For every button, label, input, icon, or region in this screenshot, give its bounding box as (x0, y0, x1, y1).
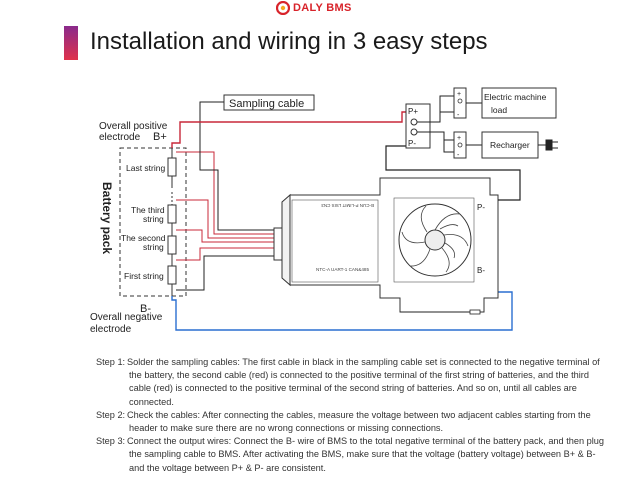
electrode-label-bottom: electrode (90, 324, 132, 335)
bms-b-minus-label: B- (477, 266, 485, 275)
fan-blades (401, 205, 469, 273)
b-minus-label: B- (140, 303, 151, 315)
p-minus-label: P- (408, 139, 416, 148)
last-string-label: Last string (126, 163, 165, 173)
machine-plus-sign: + (457, 91, 461, 98)
step-text: Solder the sampling cables: The first ca… (127, 357, 600, 407)
sampling-wires (176, 150, 276, 291)
sampling-cable-pointer (199, 101, 224, 150)
first-string-label: First string (124, 271, 164, 281)
p-plus-label: P+ (408, 107, 418, 116)
electrode-label-top: electrode (99, 132, 141, 143)
overall-negative-label: Overall negative (90, 312, 163, 323)
terminal-block (405, 103, 431, 149)
plug-icon (538, 139, 558, 151)
brand-logo: DALY BMS (276, 1, 352, 15)
positive-main-wire (171, 111, 406, 148)
electric-machine-label-2: load (491, 105, 507, 115)
page-title: Installation and wiring in 3 easy steps (90, 28, 488, 55)
probe-tip (469, 309, 481, 315)
wiring-diagram: Sampling cable Overall positive electrod… (90, 87, 558, 335)
step-item: Step 2: Check the cables: After connecti… (96, 409, 606, 435)
battery-cell (167, 235, 177, 255)
title-accent-bar (64, 26, 78, 60)
logo-text: DALY BMS (293, 2, 352, 14)
battery-cell (167, 157, 177, 177)
step-item: Step 1: Solder the sampling cables: The … (96, 356, 606, 409)
step-item: Step 3: Connect the output wires: Connec… (96, 435, 606, 475)
second-string-label-1: The second (121, 233, 166, 243)
step-text: Connect the output wires: Connect the B-… (127, 436, 605, 473)
electric-machine-box (481, 87, 557, 119)
bms-bottom-labels: NTC-A UART-1 CAN&485 (316, 267, 369, 272)
bms-board: B-CUN P-LIMIT LSIS CN3 NTC-A UART-1 CAN&… (281, 177, 499, 313)
fan-hub (424, 229, 446, 251)
machine-dot (457, 98, 463, 104)
sampling-cable-label: Sampling cable (229, 98, 304, 110)
sampling-connector (273, 227, 283, 261)
overall-positive-label: Overall positive (99, 121, 168, 132)
bms-p-minus-label: P- (477, 203, 485, 212)
daly-logo-icon (276, 1, 290, 15)
p-minus-wire (385, 145, 521, 201)
second-string-label-2: string (143, 242, 164, 252)
recharger-minus-sign: - (457, 152, 460, 159)
load-wires (417, 95, 454, 153)
electric-machine-label: Electric machine (484, 92, 547, 102)
step-label: Step 1: (96, 357, 126, 367)
recharger-dot (457, 142, 463, 148)
battery-pack-box (119, 147, 187, 297)
step-label: Step 3: (96, 436, 126, 447)
b-plus-label: B+ (153, 131, 167, 143)
battery-cell (167, 204, 177, 224)
step-label: Step 2: (96, 409, 126, 420)
recharger-label: Recharger (490, 140, 530, 150)
step-text: Check the cables: After connecting the c… (127, 409, 591, 434)
third-string-label-1: The third (131, 205, 165, 215)
bms-top-labels: B-CUN P-LIMIT LSIS CN3 (321, 203, 374, 208)
installation-steps: Step 1: Solder the sampling cables: The … (96, 356, 606, 475)
battery-pack-label: Battery pack (100, 182, 114, 254)
machine-minus-sign: - (457, 112, 460, 119)
battery-cell (167, 265, 177, 285)
recharger-plus-sign: + (457, 135, 461, 142)
third-string-label-2: string (143, 214, 164, 224)
negative-main-wire (171, 291, 513, 331)
